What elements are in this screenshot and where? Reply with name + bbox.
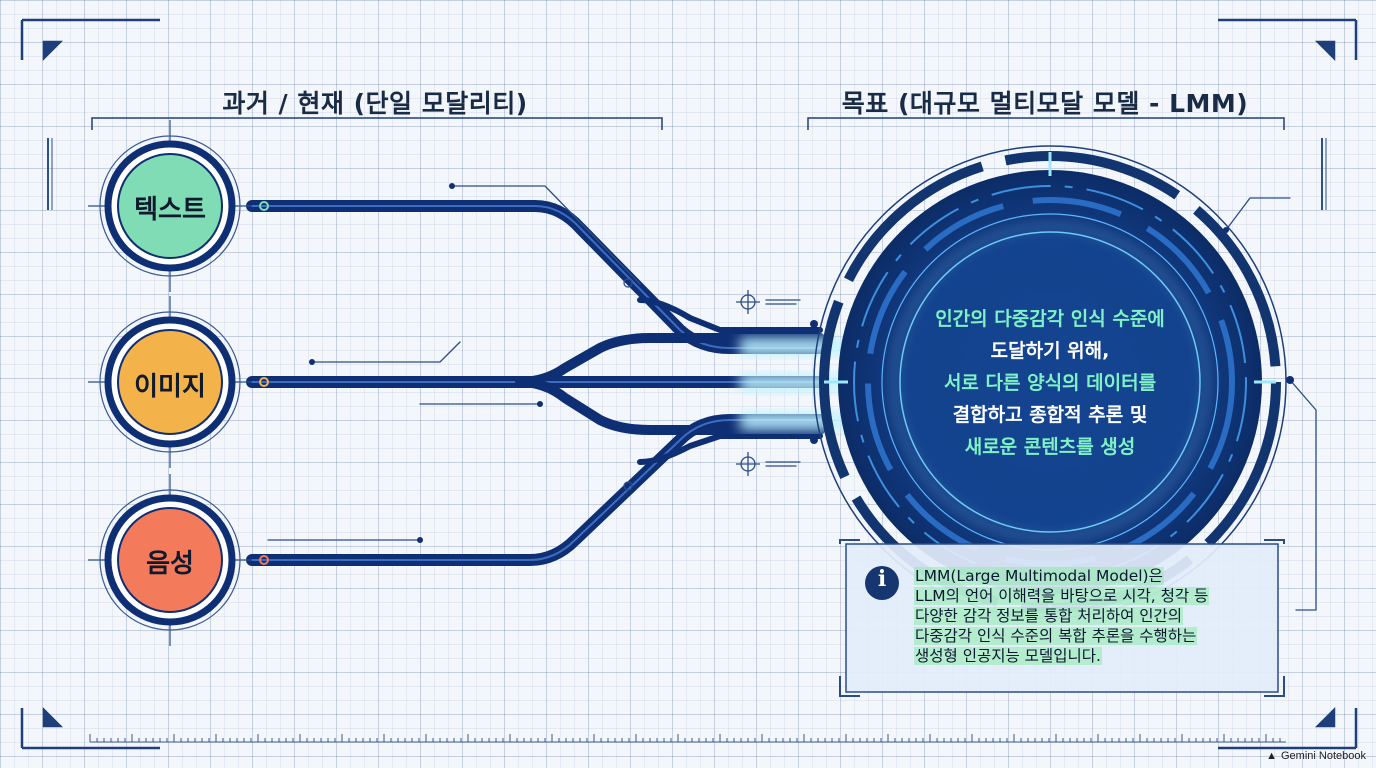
heading-goal: 목표 (대규모 멀티모달 모델 - LMM) bbox=[841, 89, 1249, 118]
trace-text bbox=[246, 200, 826, 354]
trace-audio-core bbox=[251, 419, 821, 561]
bracket-left bbox=[91, 117, 663, 130]
frame-corner-bottom-right bbox=[1218, 708, 1358, 750]
core-line-2: 도달하기 위해, bbox=[990, 340, 1110, 362]
annot-line-5 bbox=[1225, 197, 1291, 231]
modality-nodes bbox=[88, 120, 269, 646]
annot-line-2 bbox=[311, 341, 461, 363]
annot-ticks-2 bbox=[765, 461, 801, 467]
side-deco-left bbox=[47, 138, 53, 210]
modality-label-audio: 음성 bbox=[146, 549, 194, 579]
frame-corner-top-left bbox=[20, 18, 160, 60]
frame-corner-top-right bbox=[1218, 18, 1358, 60]
side-deco-right bbox=[1321, 138, 1327, 210]
frame-notch-tr bbox=[1314, 40, 1336, 62]
modality-label-text: 텍스트 bbox=[134, 195, 206, 225]
trace-image-down bbox=[515, 377, 825, 435]
core-description: 인간의 다중감각 인식 수준에 도달하기 위해, 서로 다른 양식의 데이터를 … bbox=[900, 303, 1200, 463]
core-glow bbox=[891, 223, 1209, 541]
core-line-5: 새로운 콘텐츠를 생성 bbox=[964, 436, 1136, 458]
core-line-1: 인간의 다중감각 인식 수준에 bbox=[935, 308, 1165, 330]
modality-label-image: 이미지 bbox=[134, 372, 206, 402]
frame-notch-tl bbox=[42, 40, 64, 62]
modality-node bbox=[88, 120, 269, 292]
annot-line-1 bbox=[451, 185, 641, 285]
modality-node bbox=[88, 296, 269, 468]
annot-line-6 bbox=[1289, 379, 1317, 611]
core-line-3: 서로 다른 양식의 데이터를 bbox=[943, 372, 1157, 394]
core-center bbox=[899, 231, 1201, 533]
info-box-text: LMM(Large Multimodal Model)은 LLM의 언어 이해력… bbox=[914, 566, 1294, 666]
crosshair-icons bbox=[623, 278, 760, 491]
info-box-brackets bbox=[839, 539, 1285, 697]
modality-node bbox=[88, 474, 269, 646]
trace-aux-1 bbox=[637, 297, 823, 333]
notebook-icon: ▲ bbox=[1266, 750, 1277, 762]
bracket-right bbox=[807, 117, 1285, 130]
frame-notch-br bbox=[1314, 706, 1336, 728]
info-line-3: 다양한 감각 정보를 통합 처리하여 인간의 bbox=[914, 607, 1184, 625]
info-icon-glyph: i bbox=[877, 566, 887, 592]
watermark: ▲ Gemini Notebook bbox=[1266, 750, 1366, 762]
heading-past-present: 과거 / 현재 (단일 모달리티) bbox=[222, 89, 528, 118]
info-line-5: 생성형 인공지능 모델입니다. bbox=[914, 647, 1102, 665]
trace-dots bbox=[309, 183, 1294, 543]
frame-corner-bottom-left bbox=[20, 708, 160, 750]
core-line-4: 결합하고 종합적 추론 및 bbox=[952, 404, 1148, 426]
annot-ticks-1 bbox=[765, 299, 801, 305]
watermark-text: Gemini Notebook bbox=[1281, 750, 1366, 762]
info-line-2: LLM의 언어 이해력을 바탕으로 시각, 청각 등 bbox=[914, 587, 1210, 605]
info-line-4: 다중감각 인식 수준의 복합 추론을 수행하는 bbox=[914, 627, 1198, 645]
ruler-ticks bbox=[89, 734, 1281, 742]
trace-aux-2 bbox=[637, 433, 823, 465]
frame-notch-bl bbox=[42, 706, 64, 728]
lmm-core bbox=[813, 145, 1287, 619]
info-icon bbox=[865, 566, 899, 600]
info-line-1: LMM(Large Multimodal Model)은 bbox=[914, 567, 1164, 585]
frame-corners bbox=[20, 18, 1358, 750]
trace-audio bbox=[246, 414, 826, 566]
trace-text-core bbox=[251, 205, 821, 349]
